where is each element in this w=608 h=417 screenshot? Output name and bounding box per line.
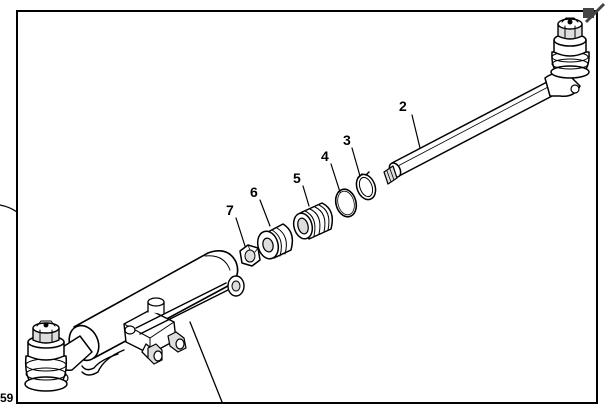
cylinder-leader-line: [189, 321, 223, 403]
tie-rod-tube: [383, 81, 555, 185]
callout-3: 3: [343, 132, 351, 148]
callout-6: 6: [250, 184, 258, 200]
right-ball-joint: [544, 17, 590, 98]
leader-line-7: [235, 217, 246, 247]
seal-bushing: [256, 223, 294, 260]
hex-nut: [239, 244, 261, 267]
callout-5: 5: [293, 170, 301, 186]
piston-bushing: [292, 202, 334, 240]
edge-label: 59: [0, 391, 14, 405]
leader-line-5: [302, 185, 310, 207]
leader-line-3: [351, 147, 361, 177]
left-ball-joint: [24, 320, 93, 392]
callout-4: 4: [321, 148, 329, 164]
leader-line-2: [411, 114, 421, 149]
hydraulic-line: [81, 282, 229, 376]
leader-line-4: [330, 163, 341, 193]
edge-leader-line: [0, 204, 18, 213]
leader-line-6: [259, 199, 271, 227]
corner-mark: [583, 2, 606, 24]
callout-7: 7: [226, 202, 234, 218]
hydraulic-fitting-block: [123, 297, 187, 365]
retaining-ring: [334, 188, 358, 218]
callout-2: 2: [399, 98, 407, 114]
